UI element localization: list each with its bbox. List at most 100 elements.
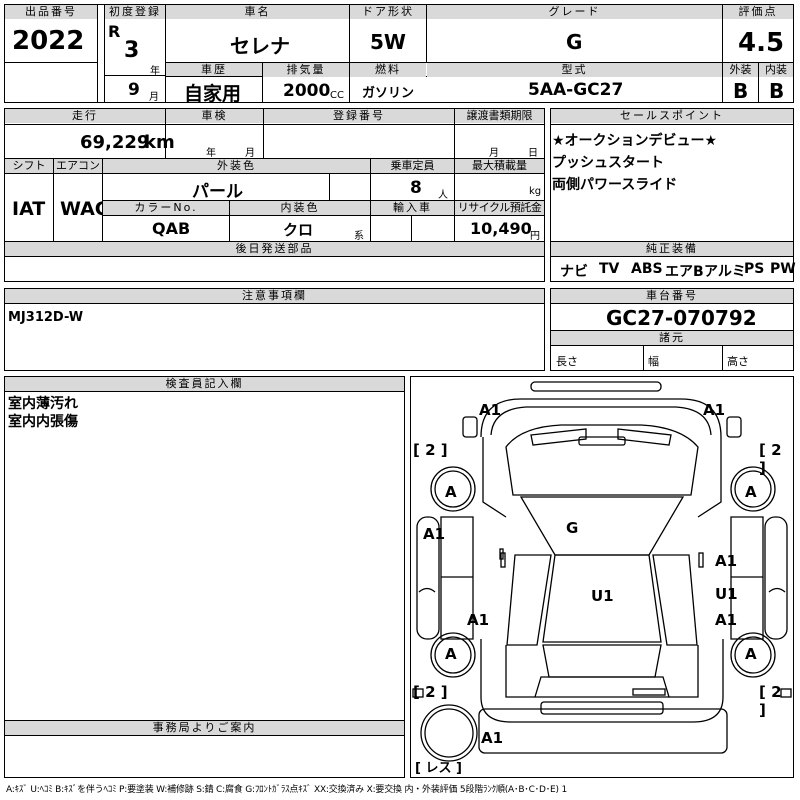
caution-label: 注意事項欄 (5, 289, 544, 303)
first-reg-label: 初度登録 (105, 5, 165, 19)
fuel-label: 燃料 (350, 63, 426, 77)
mark-wheel-rl: A (445, 645, 457, 663)
car-outline (412, 381, 792, 762)
recycle-unit: 円 (530, 231, 540, 242)
max-load-unit: kg (529, 186, 542, 197)
equipment-tv: TV (599, 261, 620, 277)
sales-points-block (550, 108, 794, 282)
model: 5AA-GC27 (528, 80, 624, 100)
transfer-label: 譲渡書類期限 (455, 109, 544, 123)
inspection-year-unit: 年 (206, 148, 216, 159)
ext-label: 外装 (723, 63, 758, 77)
year-unit: 年 (150, 66, 160, 77)
door-label: ドア形状 (350, 5, 426, 19)
mark-roof: U1 (591, 587, 614, 605)
mark-front-right: A1 (703, 401, 726, 419)
recycle-label: リサイクル預託金 (455, 201, 544, 215)
lot-number: 2022 (12, 26, 85, 56)
sales-point-1: ★オークションデビュー★ (552, 133, 718, 149)
mark-spare: [ レス ] (415, 761, 462, 776)
height-label: 高さ (727, 355, 749, 368)
mark-left-panel-2: A1 (467, 611, 490, 629)
inspection-month-unit: 月 (245, 148, 255, 159)
exterior-color-label: 外装色 (103, 159, 370, 173)
score: 4.5 (738, 28, 785, 58)
equipment-label: 純正装備 (551, 242, 793, 256)
color-no-label: カラーNo. (103, 201, 229, 215)
score-label: 評価点 (723, 5, 793, 19)
transfer-month-unit: 月 (489, 148, 499, 159)
transfer-day-unit: 日 (528, 148, 538, 159)
length-label: 長さ (556, 355, 578, 368)
exterior-color: パール (192, 182, 243, 202)
vehicle-history: 自家用 (184, 83, 242, 105)
era: R (108, 22, 121, 41)
mileage-unit: km (144, 132, 175, 153)
ac-type: WAC (60, 198, 109, 220)
width-label: 幅 (648, 355, 659, 368)
ext-grade: B (733, 79, 749, 103)
mark-wheel-rr: A (745, 645, 757, 663)
mark-tire-rl: [ 2 ] (413, 683, 448, 701)
capacity-unit: 人 (438, 190, 448, 201)
registration-label: 登録番号 (264, 109, 454, 123)
car-name: セレナ (230, 34, 290, 58)
mark-tire-rr: [ 2 ] (759, 683, 782, 719)
chassis-block (550, 288, 794, 371)
mark-front-left: A1 (479, 401, 502, 419)
caution-text: MJ312D-W (8, 310, 84, 325)
damage-diagram: A1 A1 [ 2 ] [ 2 ] A A G A1 A1 U1 A1 A1 U… (410, 376, 794, 778)
int-label: 内装 (759, 63, 793, 77)
lot-label: 出品番号 (5, 5, 97, 19)
inspector-block (4, 376, 405, 778)
mark-left-panel: A1 (423, 525, 446, 543)
mark-glass: G (566, 519, 579, 537)
mark-right-u1: U1 (715, 585, 738, 603)
interior-color: クロ (283, 221, 314, 239)
mark-wheel-fl: A (445, 483, 457, 501)
later-parts-label: 後日発送部品 (5, 242, 544, 256)
int-grade: B (769, 79, 785, 103)
mark-right-panel-2: A1 (715, 611, 738, 629)
mark-tire-fl: [ 2 ] (413, 441, 448, 459)
mark-wheel-fr: A (745, 483, 757, 501)
ac-label: エアコン (54, 159, 102, 173)
history-label: 車歴 (166, 63, 262, 77)
shift-type: IAT (12, 198, 46, 220)
inspection-label: 車検 (166, 109, 263, 123)
mileage-label: 走行 (5, 109, 165, 123)
capacity: 8 (410, 178, 422, 198)
fuel: ガソリン (362, 86, 415, 101)
shift-label: シフト (5, 159, 53, 173)
equipment-ps: PS (744, 261, 765, 277)
interior-color-label: 内装色 (230, 201, 370, 215)
equipment-navi: ナビ (560, 264, 588, 280)
cc-unit: CC (330, 90, 344, 101)
model-label: 型式 (427, 63, 722, 77)
vehicle-details-block (4, 108, 545, 282)
header-block (4, 4, 794, 103)
grade: G (566, 30, 583, 54)
displacement-label: 排気量 (263, 63, 349, 77)
dims-label: 諸元 (551, 331, 793, 345)
grade-label: グレード (427, 5, 722, 19)
car-name-label: 車名 (166, 5, 349, 19)
chassis-number: GC27-070792 (606, 306, 757, 330)
equipment-airbag: エアB (665, 264, 704, 280)
mark-right-panel-1: A1 (715, 552, 738, 570)
import-label: 輸入車 (371, 201, 454, 215)
sales-point-2: プッシュスタート (552, 155, 664, 171)
sales-point-3: 両側パワースライド (552, 177, 678, 193)
capacity-label: 乗車定員 (371, 159, 454, 173)
year-number: 3 (124, 38, 140, 63)
equipment-pw: PW (770, 261, 796, 277)
max-load-label: 最大積載量 (455, 159, 544, 173)
mileage: 69,229 (80, 132, 150, 153)
interior-color-unit: 系 (354, 231, 364, 242)
caution-block (4, 288, 545, 371)
equipment-abs: ABS (631, 261, 663, 277)
inspector-note-1: 室内薄汚れ (8, 396, 78, 412)
equipment-alloy: アルミ (704, 264, 746, 280)
legend: A:ｷｽﾞ U:ﾍｺﾐ B:ｷｽﾞを伴うﾍｺﾐ P:要塗装 W:補修跡 S:錆 … (6, 785, 567, 795)
mark-rear: A1 (481, 729, 504, 747)
